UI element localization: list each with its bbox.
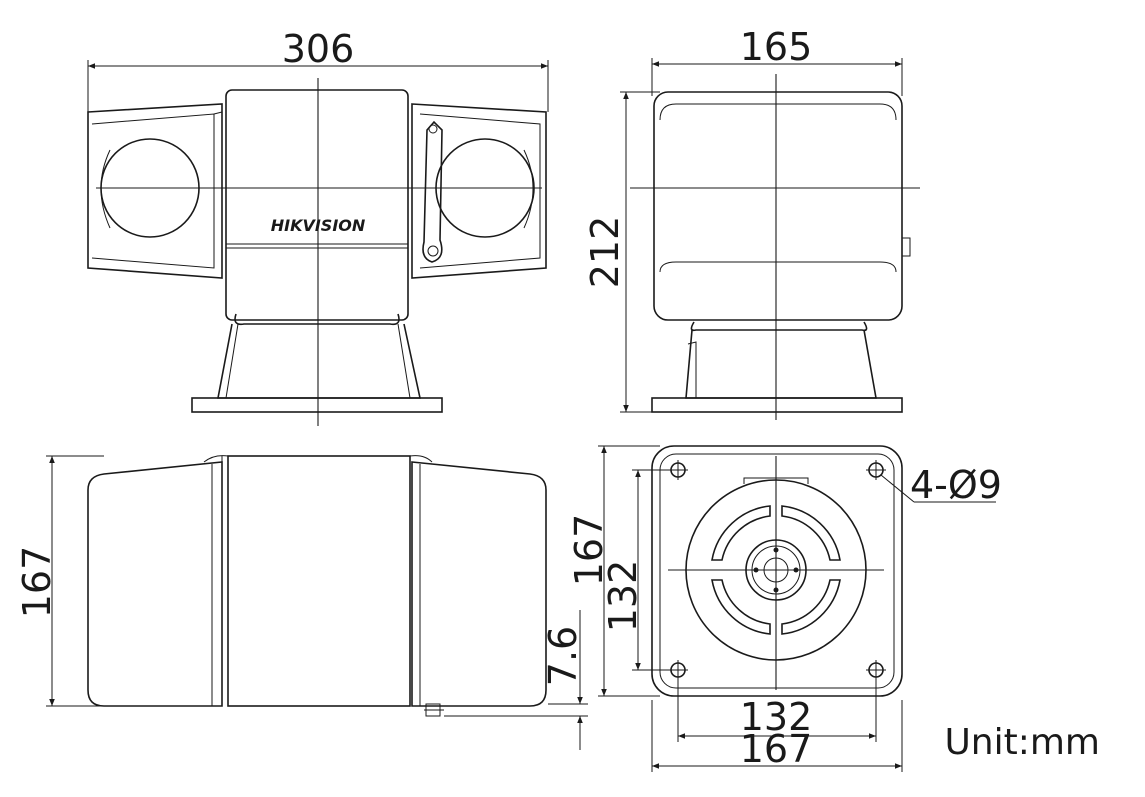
side-view: 165 212 bbox=[583, 25, 920, 420]
bottom-hole-width-label: 132 bbox=[740, 695, 813, 739]
bottom-outer-plate bbox=[651, 445, 903, 697]
mounting-holes bbox=[668, 460, 886, 680]
side-pedestal bbox=[685, 329, 877, 399]
unit-label: Unit:mm bbox=[944, 722, 1100, 763]
front-width-label: 306 bbox=[282, 27, 355, 71]
holes-label: 4-Ø9 bbox=[910, 463, 1002, 507]
left-housing bbox=[87, 103, 223, 279]
central-body bbox=[225, 89, 409, 321]
top-left-housing bbox=[87, 461, 223, 707]
right-housing bbox=[411, 103, 547, 279]
top-view: 167 7.6 bbox=[15, 455, 588, 750]
bottom-hole-height-label: 132 bbox=[601, 560, 645, 633]
bottom-outer-height-label: 167 bbox=[567, 514, 611, 587]
side-height-label: 212 bbox=[583, 216, 627, 289]
side-housing bbox=[653, 91, 903, 321]
top-offset-label: 7.6 bbox=[541, 626, 585, 686]
wiper-icon bbox=[422, 120, 443, 263]
bottom-outer-width-label: 167 bbox=[740, 727, 813, 771]
top-central-body bbox=[227, 455, 411, 707]
pedestal bbox=[217, 323, 421, 399]
bottom-view: 4-Ø9 167 132 132 167 bbox=[567, 445, 1002, 772]
base-plate bbox=[191, 397, 443, 413]
top-depth-label: 167 bbox=[15, 546, 59, 619]
side-base-plate bbox=[651, 397, 903, 413]
side-connector bbox=[901, 237, 911, 257]
front-view: HIKVISION 306 bbox=[87, 27, 549, 426]
side-width-label: 165 bbox=[740, 25, 813, 69]
top-right-housing bbox=[411, 461, 547, 707]
